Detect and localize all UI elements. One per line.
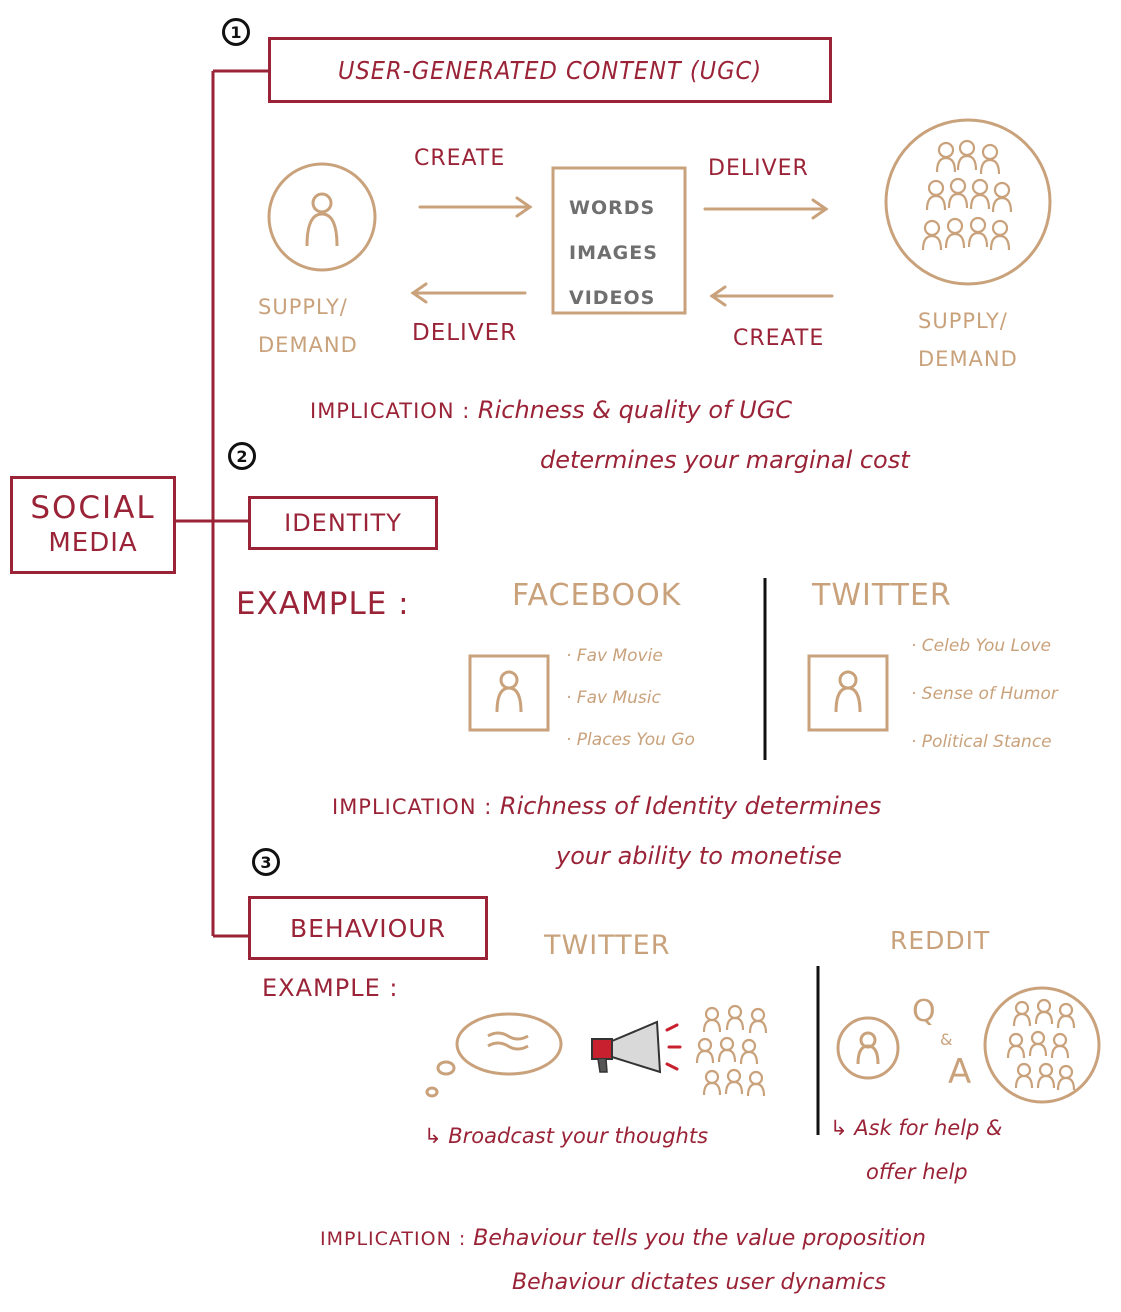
step-number-2: 2 — [228, 442, 256, 470]
twitter-item: · Political Stance — [911, 732, 1052, 752]
twitter-item: · Celeb You Love — [911, 636, 1052, 656]
megaphone-icon — [591, 1020, 682, 1074]
right-supply-label: SUPPLY/ — [918, 309, 1008, 333]
twitter-behaviour-caption: ↳ Broadcast your thoughts — [424, 1124, 709, 1148]
right-supply-demand: SUPPLY/ DEMAND — [918, 302, 1018, 378]
identity-implication-line2: your ability to monetise — [556, 842, 842, 870]
behaviour-implication-line1: Behaviour tells you the value propositio… — [473, 1226, 926, 1251]
identity-implication: IMPLICATION : Richness of Identity deter… — [332, 792, 881, 820]
left-supply-demand: SUPPLY/ DEMAND — [258, 288, 358, 364]
behaviour-twitter-name: TWITTER — [544, 930, 671, 961]
ugc-deliver-bottom: DELIVER — [412, 320, 518, 346]
ugc-create-top: CREATE — [414, 146, 506, 171]
ugc-implication-label: IMPLICATION : — [310, 399, 471, 423]
facebook-item: · Fav Movie — [566, 646, 663, 666]
ugc-title: USER-GENERATED CONTENT (UGC) — [338, 55, 762, 85]
reddit-amp: & — [940, 1030, 953, 1049]
reddit-q-letter: Q — [912, 994, 936, 1029]
flow-arrows — [410, 196, 834, 307]
reddit-crowd-icon — [983, 986, 1101, 1104]
behaviour-title-box: BEHAVIOUR — [248, 896, 488, 960]
step-number-1: 1 — [222, 18, 250, 46]
identity-example-label: EXAMPLE : — [236, 586, 410, 622]
root-line-1: SOCIAL — [30, 490, 156, 526]
identity-title: IDENTITY — [284, 509, 402, 537]
identity-implication-line1: Richness of Identity determines — [499, 792, 882, 820]
reddit-caption-line2: offer help — [866, 1160, 968, 1184]
profile-icons — [468, 654, 889, 732]
ugc-implication-line2: determines your marginal cost — [540, 446, 910, 474]
content-videos: VIDEOS — [569, 287, 656, 309]
ugc-implication-line1: Richness & quality of UGC — [477, 396, 793, 424]
content-types: WORDS IMAGES VIDEOS — [569, 186, 658, 321]
twitter-crowd-icon — [695, 1004, 768, 1097]
root-node-social-media: SOCIAL MEDIA — [10, 476, 176, 574]
behaviour-reddit-name: REDDIT — [890, 926, 991, 955]
reddit-user-icon — [836, 1016, 900, 1080]
facebook-item: · Fav Music — [566, 688, 661, 708]
twitter-name: TWITTER — [812, 578, 952, 613]
right-demand-label: DEMAND — [918, 347, 1018, 371]
ugc-create-bottom: CREATE — [733, 326, 825, 351]
content-words: WORDS — [569, 197, 656, 219]
left-demand-label: DEMAND — [258, 333, 358, 357]
reddit-caption-line1: ↳ Ask for help & — [830, 1116, 1003, 1140]
identity-implication-label: IMPLICATION : — [332, 795, 493, 819]
step-number-3: 3 — [252, 848, 280, 876]
ugc-implication: IMPLICATION : Richness & quality of UGC — [310, 396, 792, 424]
root-line-2: MEDIA — [48, 528, 138, 558]
crowd-icon — [884, 118, 1052, 286]
content-images: IMAGES — [569, 242, 658, 264]
single-user-icon — [267, 162, 377, 272]
behaviour-example-label: EXAMPLE : — [262, 974, 399, 1002]
behaviour-title: BEHAVIOUR — [289, 913, 447, 943]
ugc-title-box: USER-GENERATED CONTENT (UGC) — [268, 37, 832, 103]
tree-connectors — [176, 69, 268, 938]
facebook-name: FACEBOOK — [512, 578, 682, 613]
facebook-item: · Places You Go — [566, 730, 695, 750]
thought-bubble-icon — [425, 1012, 563, 1098]
identity-title-box: IDENTITY — [248, 496, 438, 550]
reddit-a-letter: A — [948, 1052, 972, 1092]
ugc-deliver-top: DELIVER — [708, 156, 809, 181]
behaviour-implication: IMPLICATION : Behaviour tells you the va… — [320, 1226, 926, 1251]
behaviour-implication-label: IMPLICATION : — [320, 1228, 467, 1250]
behaviour-implication-line2: Behaviour dictates user dynamics — [512, 1270, 887, 1295]
twitter-item: · Sense of Humor — [911, 684, 1058, 704]
content-box-outline — [551, 166, 687, 315]
left-supply-label: SUPPLY/ — [258, 295, 348, 319]
